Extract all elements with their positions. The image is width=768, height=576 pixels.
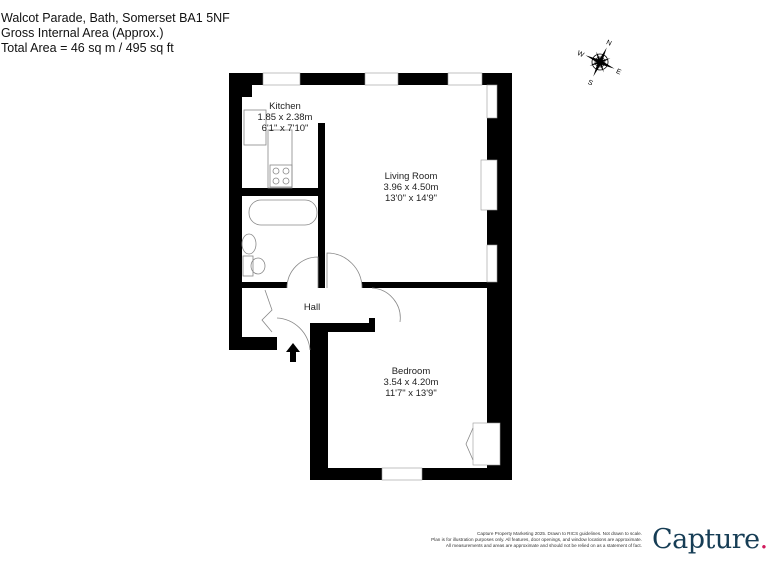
area-type: Gross Internal Area (Approx.) [1,26,164,40]
logo-text: Capture [652,524,760,555]
room-name: Living Room [384,171,438,182]
room-metric: 1.85 x 2.38m [257,112,313,123]
entrance-arrow-icon [286,343,300,362]
compass-e: E [615,68,622,76]
worktop [267,129,293,189]
room-metric: 3.96 x 4.50m [383,182,439,193]
fixtures [241,109,474,461]
room-label-kitchen: Kitchen 1.85 x 2.38m 6'1" x 7'10" [258,101,313,134]
bedroom-wardrobe-door [465,427,474,461]
walls [229,73,512,480]
bathtub-icon [248,199,318,226]
room-imperial: 13'0" x 14'9" [384,193,438,204]
disclaimer: Capture Property Marketing 2025. Drawn t… [431,531,642,549]
bedroom-door [371,287,401,323]
logo-dot: . [759,524,768,555]
room-imperial: 6'1" x 7'10" [261,123,309,134]
room-label-hall: Hall [304,302,320,313]
capture-logo: Capture. [652,524,768,555]
property-header: Walcot Parade, Bath, Somerset BA1 5NF Gr… [1,11,230,56]
address: Walcot Parade, Bath, Somerset BA1 5NF [1,11,230,25]
room-name: Bedroom [391,366,431,377]
compass-w: W [576,50,585,59]
living-room-door [326,252,363,289]
room-label-living-room: Living Room 3.96 x 4.50m 13'0" x 14'9" [384,171,439,204]
total-area: Total Area = 46 sq m / 495 sq ft [1,41,174,55]
room-name: Kitchen [269,101,301,112]
sink-icon [243,109,267,146]
hob-icon [269,164,293,188]
compass-rose-icon: N E S W [576,39,622,87]
windows [262,72,501,481]
compass-s: S [586,79,593,87]
compass-n: N [605,39,613,47]
room-label-bedroom: Bedroom 3.54 x 4.20m 11'7" x 13'9" [384,366,439,399]
disclaimer-line: Capture Property Marketing 2025. Drawn t… [477,531,642,536]
bathroom-door [286,256,319,289]
entrance-door [276,317,311,351]
room-name: Hall [303,302,321,313]
disclaimer-line: All measurements and areas are approxima… [445,543,642,548]
hall-cupboard-door [261,289,273,333]
room-imperial: 11'7" x 13'9" [385,388,437,399]
basin-icon [241,233,257,255]
disclaimer-line: Plan is for illustration purposes only. … [431,537,642,542]
toilet-icon [242,255,254,277]
room-metric: 3.54 x 4.20m [383,377,439,388]
